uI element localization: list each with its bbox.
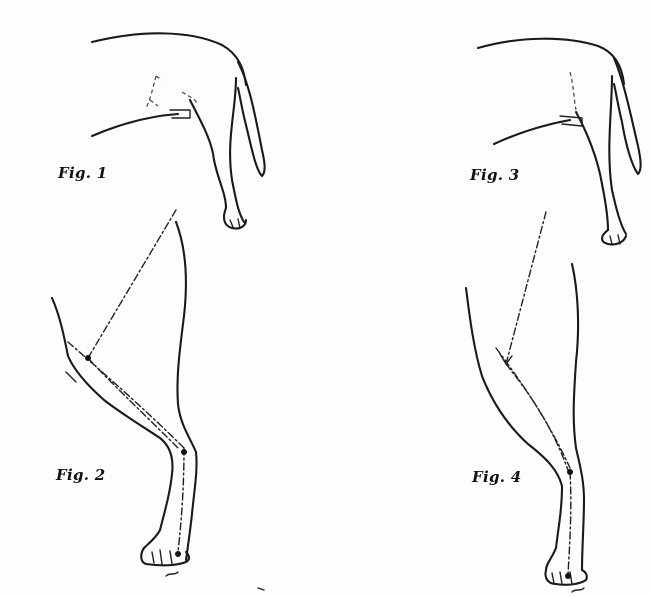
fig1-pelvis-outline [146, 76, 162, 108]
fig1-front-of-leg [190, 100, 226, 208]
fig2-toes [152, 550, 172, 564]
fig2-drawing [52, 210, 197, 576]
fig3-pelvis-outline [570, 72, 576, 110]
fig2-hip-mark [66, 372, 76, 382]
fig1-toes [230, 219, 240, 228]
stray-mark [258, 588, 264, 590]
fig2-hip-joint-dot [85, 355, 91, 361]
fig4-label: Fig. 4 [472, 468, 522, 486]
fig4-foot-dot [565, 573, 571, 579]
fig2-thigh-front [52, 298, 173, 548]
fig4-metatarsal-axis [568, 472, 571, 574]
fig3-tail [614, 58, 641, 174]
fig2-hock-joint-dot [181, 449, 187, 455]
fig1-tail [238, 62, 265, 176]
fig2-foot-dot [175, 551, 181, 557]
fig4-thigh-front [466, 288, 562, 570]
fig1-belly-line [92, 114, 178, 136]
fig1-rear-thigh [230, 78, 244, 222]
fig1-label: Fig. 1 [58, 164, 108, 182]
fig3-front-of-leg [576, 112, 608, 230]
fig3-back-line [478, 39, 624, 84]
fig4-femur-axis [506, 212, 546, 364]
fig4-hock-joint-dot [567, 469, 573, 475]
fig3-label: Fig. 3 [470, 166, 520, 184]
fig2-thigh-back [176, 222, 197, 560]
fig3-foot [602, 230, 626, 245]
fig4-drawing [466, 212, 587, 592]
fig2-label: Fig. 2 [56, 466, 106, 484]
fig1-back-line [92, 33, 246, 85]
fig3-belly-line [494, 120, 570, 144]
fig4-tibia-axis [506, 364, 568, 470]
fig2-metatarsal-axis [178, 448, 184, 552]
fig2-femur-axis [88, 210, 176, 358]
fig1-drawing [92, 33, 265, 228]
fig2-paw [141, 548, 189, 565]
fig4-thigh-back [572, 264, 584, 570]
fig4-scribble-mark [572, 588, 584, 592]
fig2-scribble-mark [166, 572, 178, 576]
fig3-drawing [478, 39, 641, 245]
